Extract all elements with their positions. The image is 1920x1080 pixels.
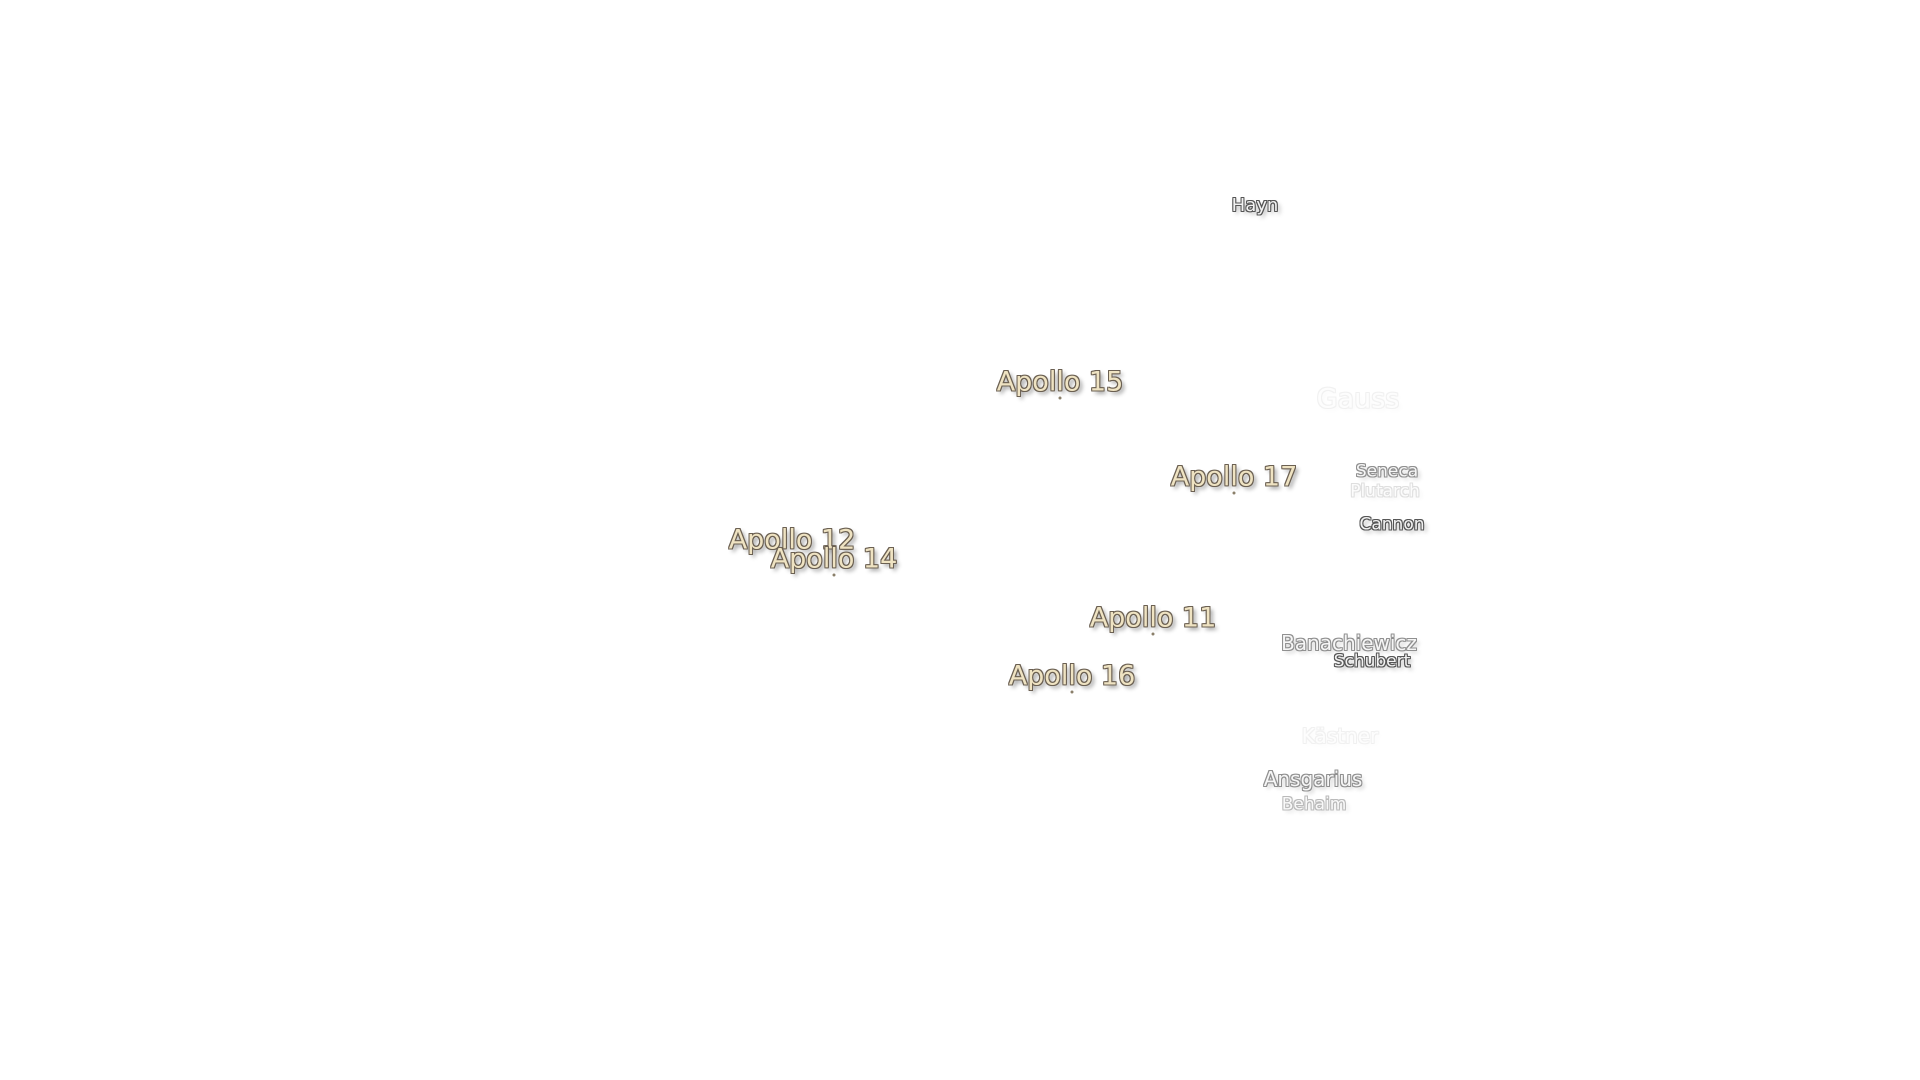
crater-label-gauss[interactable]: Gauss — [1316, 383, 1400, 415]
site-label-apollo-12[interactable]: Apollo 12 — [728, 524, 856, 556]
crater-label-seneca[interactable]: Seneca — [1355, 461, 1419, 482]
site-label-apollo-17[interactable]: Apollo 17 — [1170, 461, 1298, 493]
crater-label-schubert[interactable]: Schubert — [1333, 651, 1411, 672]
site-marker-apollo-17[interactable] — [1232, 491, 1236, 495]
crater-label-hayn[interactable]: Hayn — [1231, 195, 1279, 216]
site-marker-apollo-15[interactable] — [1058, 396, 1062, 400]
site-label-apollo-14[interactable]: Apollo 14 — [770, 543, 898, 575]
site-marker-apollo-14[interactable] — [832, 573, 836, 577]
crater-label-ansgarius[interactable]: Ansgarius — [1263, 767, 1363, 791]
crater-label-banachiewicz[interactable]: Banachiewicz — [1281, 631, 1417, 655]
site-marker-apollo-11[interactable] — [1151, 632, 1155, 636]
site-label-apollo-16[interactable]: Apollo 16 — [1008, 660, 1136, 692]
site-label-apollo-15[interactable]: Apollo 15 — [996, 366, 1124, 398]
site-marker-apollo-16[interactable] — [1070, 690, 1074, 694]
crater-label-plutarch[interactable]: Plutarch — [1350, 481, 1420, 502]
crater-label-kastner[interactable]: Kästner — [1301, 724, 1379, 748]
site-label-apollo-11[interactable]: Apollo 11 — [1089, 602, 1217, 634]
crater-label-cannon[interactable]: Cannon — [1359, 514, 1425, 535]
crater-label-behaim[interactable]: Behaim — [1281, 794, 1347, 815]
